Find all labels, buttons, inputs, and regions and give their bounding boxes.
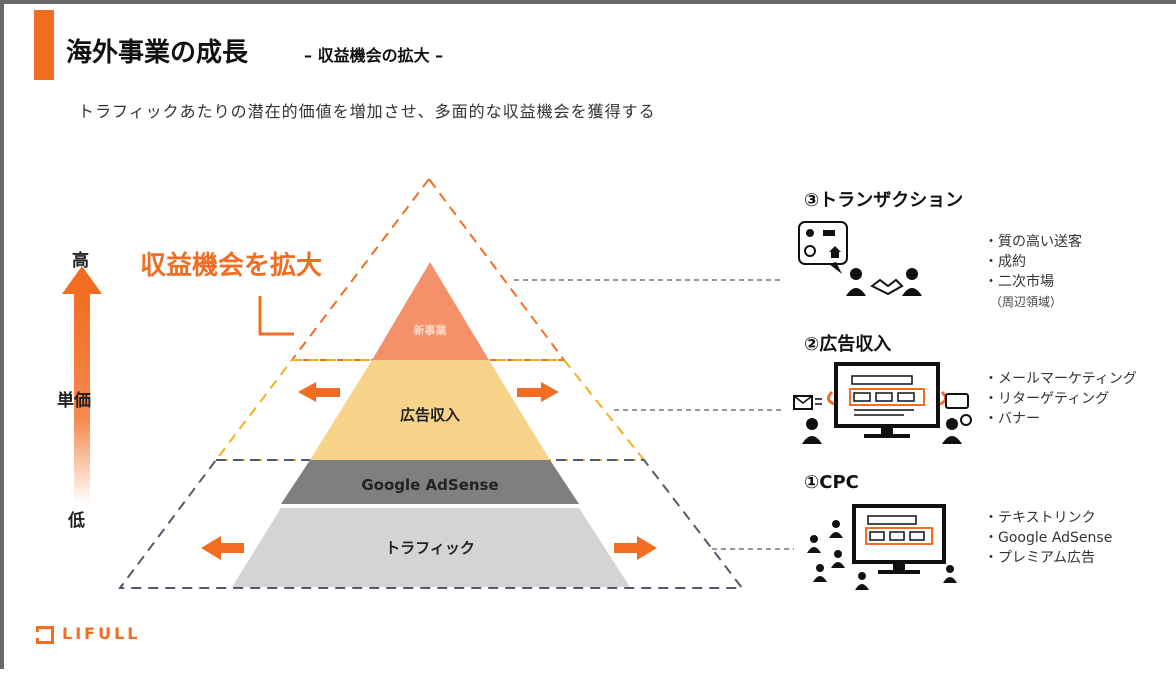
section-transaction-title: ③トランザクション	[804, 190, 964, 211]
tier-new-business-label: 新事業	[414, 323, 448, 337]
tier-adsense	[281, 460, 579, 504]
price-axis-arrow	[62, 266, 102, 504]
section-cpc-bullets: テキストリンク Google AdSense プレミアム広告	[984, 508, 1112, 568]
cpc-monitor-icon	[852, 504, 946, 574]
bottom-dark-dashed-frame	[118, 459, 745, 589]
axis-high-label: 高	[72, 250, 89, 271]
list-item: 成約	[984, 252, 1082, 272]
page-title: 海外事業の成長	[66, 38, 249, 68]
tier-ad-revenue-label: 広告収入	[400, 406, 460, 424]
axis-mid-label: 単価	[57, 390, 91, 411]
list-item: テキストリンク	[984, 508, 1112, 528]
tier-traffic-label: トラフィック	[385, 539, 475, 557]
cpc-users-icon	[807, 520, 957, 590]
list-item: 質の高い送客	[984, 232, 1082, 252]
section-ads-bullets: メールマーケティング リターゲティング バナー	[984, 369, 1137, 429]
expand-opportunity-label: 収益機会を拡大	[140, 251, 322, 281]
tier-adsense-label: Google AdSense	[361, 476, 498, 494]
mail-icon	[793, 395, 822, 444]
expand-bracket	[258, 296, 294, 336]
list-item: Google AdSense	[984, 528, 1112, 548]
lifull-logo-text: LIFULL	[62, 624, 141, 643]
list-item: プレミアム広告	[984, 548, 1112, 568]
tier-ad-revenue	[310, 360, 550, 460]
section-transaction-note: （周辺領域）	[990, 295, 1063, 309]
section-cpc-title: ①CPC	[804, 472, 859, 493]
section-transaction-bullets: 質の高い送客 成約 二次市場	[984, 232, 1082, 292]
tier-traffic	[232, 508, 630, 587]
right-expand-arrow-lower	[614, 536, 657, 560]
lifull-logo-icon	[36, 625, 54, 644]
diagram: 高 単価 低 新事業 広告収入 Google AdSense トラフィック 収益…	[57, 177, 972, 590]
left-expand-arrow-lower	[201, 536, 244, 560]
banner-user-icon	[942, 393, 972, 444]
list-item: メールマーケティング	[984, 369, 1137, 389]
ads-monitor-icon	[827, 362, 947, 438]
list-item: 二次市場	[984, 272, 1082, 292]
right-expand-arrow-upper	[517, 382, 559, 402]
tier-new-business	[372, 262, 489, 360]
left-expand-arrow-upper	[298, 382, 340, 402]
list-item: バナー	[984, 409, 1137, 429]
title-accent-bar	[34, 10, 54, 80]
transaction-icon	[798, 221, 922, 296]
axis-low-label: 低	[67, 510, 85, 531]
lifull-logo: LIFULL	[36, 624, 140, 644]
section-ads-title: ②広告収入	[804, 334, 892, 355]
page-subtitle: – 収益機会の拡大 –	[304, 46, 444, 65]
list-item: リターゲティング	[984, 389, 1137, 409]
lead-text: トラフィックあたりの潜在的価値を増加させ、多面的な収益機会を獲得する	[78, 102, 656, 121]
